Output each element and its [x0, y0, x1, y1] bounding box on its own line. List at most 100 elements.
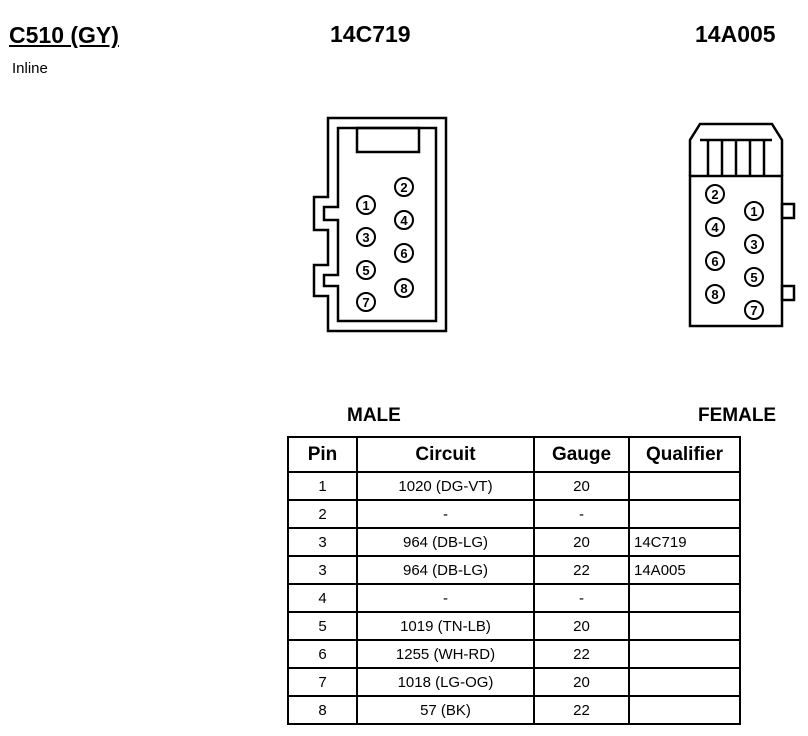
female-pin-5 [744, 267, 764, 287]
male-housing-outer [312, 116, 448, 333]
male-pin-label: 2 [400, 180, 407, 195]
male-pin-label: 1 [362, 198, 369, 213]
cell-pin: 1 [287, 471, 358, 501]
cell-pin: 5 [287, 611, 358, 641]
cell-gauge: 20 [533, 527, 630, 557]
female-side-tab [780, 202, 796, 220]
male-pin-4 [394, 210, 414, 230]
connector-title: C510 (GY) [9, 22, 119, 48]
cell-qualifier [628, 611, 741, 641]
cell-qualifier [628, 695, 741, 725]
male-pin-label: 8 [400, 281, 407, 296]
cell-circuit: 964 (DB-LG) [356, 555, 535, 585]
male-pin-5 [356, 260, 376, 280]
female-pin-label: 3 [750, 237, 757, 252]
cell-gauge: 20 [533, 471, 630, 501]
male-pin-label: 3 [362, 230, 369, 245]
header-circuit: Circuit [356, 436, 535, 473]
part-number-male: 14C719 [330, 21, 411, 47]
cell-pin: 4 [287, 583, 358, 613]
cell-gauge: 20 [533, 611, 630, 641]
female-pin-3 [744, 234, 764, 254]
female-pin-6 [705, 251, 725, 271]
male-pin-3 [356, 227, 376, 247]
cell-qualifier [628, 583, 741, 613]
male-pin-group [356, 177, 414, 312]
pin-table: Pin Circuit Gauge Qualifier 1 1020 (DG-V… [287, 436, 741, 725]
male-pin-label: 6 [400, 246, 407, 261]
cell-gauge: 22 [533, 639, 630, 669]
table-row: 7 1018 (LG-OG) 20 [287, 667, 741, 697]
cell-pin: 7 [287, 667, 358, 697]
female-pin-7 [744, 300, 764, 320]
female-pin-8 [705, 284, 725, 304]
table-row: 2 - - [287, 499, 741, 529]
cell-circuit: 1019 (TN-LB) [356, 611, 535, 641]
female-connector-view [688, 122, 796, 328]
female-pin-2 [705, 184, 725, 204]
table-row: 8 57 (BK) 22 [287, 695, 741, 725]
female-pin-1 [744, 201, 764, 221]
cell-gauge: 20 [533, 667, 630, 697]
male-pin-label: 7 [362, 295, 369, 310]
female-pin-group [705, 184, 764, 320]
female-pin-label: 2 [711, 187, 718, 202]
cell-pin: 3 [287, 555, 358, 585]
female-label: FEMALE [698, 405, 777, 426]
cell-qualifier [628, 471, 741, 501]
connector-subtitle: Inline [12, 60, 48, 77]
table-row: 4 - - [287, 583, 741, 613]
cell-circuit: 1018 (LG-OG) [356, 667, 535, 697]
male-latch [355, 126, 421, 154]
male-pin-1 [356, 195, 376, 215]
male-connector-view: 1 2 3 4 5 6 7 8 1 2 3 4 5 6 7 [312, 116, 796, 333]
female-housing-top [688, 122, 784, 176]
table-row: 1 1020 (DG-VT) 20 [287, 471, 741, 501]
female-pin-label: 6 [711, 254, 718, 269]
female-housing-body [688, 174, 784, 328]
male-pin-2 [394, 177, 414, 197]
female-pin-4 [705, 217, 725, 237]
cell-gauge: - [533, 499, 630, 529]
cell-circuit: 964 (DB-LG) [356, 527, 535, 557]
female-pin-label: 7 [750, 303, 757, 318]
cell-pin: 6 [287, 639, 358, 669]
male-label: MALE [347, 405, 401, 426]
female-pin-label: 8 [711, 287, 718, 302]
cell-pin: 2 [287, 499, 358, 529]
cell-pin: 3 [287, 527, 358, 557]
table-row: 6 1255 (WH-RD) 22 [287, 639, 741, 669]
cell-circuit: 57 (BK) [356, 695, 535, 725]
cell-qualifier [628, 499, 741, 529]
table-header-row: Pin Circuit Gauge Qualifier [287, 436, 741, 473]
cell-circuit: 1255 (WH-RD) [356, 639, 535, 669]
cell-gauge: 22 [533, 695, 630, 725]
male-pin-label: 5 [362, 263, 369, 278]
male-pin-8 [394, 278, 414, 298]
cell-qualifier [628, 667, 741, 697]
female-pin-label: 1 [750, 204, 757, 219]
female-pin-label: 4 [711, 220, 719, 235]
header-qualifier: Qualifier [628, 436, 741, 473]
cell-gauge: - [533, 583, 630, 613]
female-pin-label: 5 [750, 270, 757, 285]
table-row: 5 1019 (TN-LB) 20 [287, 611, 741, 641]
cell-qualifier: 14C719 [628, 527, 741, 557]
cell-circuit: - [356, 583, 535, 613]
female-side-tab [780, 284, 796, 302]
cell-circuit: - [356, 499, 535, 529]
cell-gauge: 22 [533, 555, 630, 585]
table-row: 3 964 (DB-LG) 20 14C719 [287, 527, 741, 557]
cell-pin: 8 [287, 695, 358, 725]
male-pin-7 [356, 292, 376, 312]
male-pin-6 [394, 243, 414, 263]
cell-qualifier [628, 639, 741, 669]
male-housing-inner [322, 126, 438, 323]
header-pin: Pin [287, 436, 358, 473]
part-number-female: 14A005 [695, 21, 776, 47]
cell-circuit: 1020 (DG-VT) [356, 471, 535, 501]
male-pin-label: 4 [400, 213, 408, 228]
cell-qualifier: 14A005 [628, 555, 741, 585]
header-gauge: Gauge [533, 436, 630, 473]
table-row: 3 964 (DB-LG) 22 14A005 [287, 555, 741, 585]
